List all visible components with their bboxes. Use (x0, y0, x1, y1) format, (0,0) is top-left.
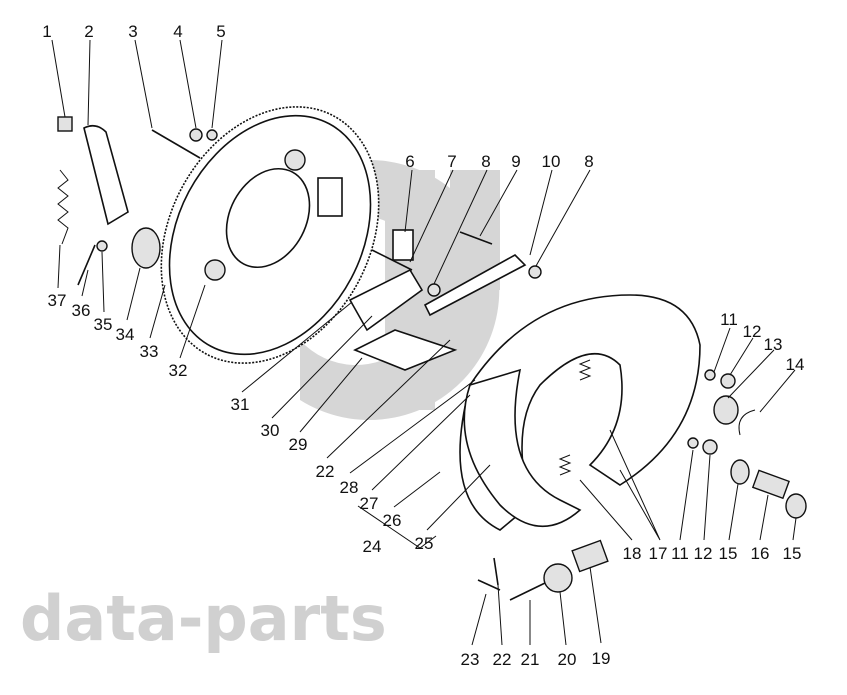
callout-27: 27 (360, 494, 379, 513)
callout-17: 17 (649, 544, 668, 563)
callout-5: 5 (216, 22, 225, 41)
callout-8b: 8 (584, 152, 593, 171)
callout-20: 20 (558, 650, 577, 669)
callout-28: 28 (340, 478, 359, 497)
callout-labels: 1 2 3 4 5 6 7 8 9 10 8 11 12 13 14 37 36… (42, 22, 804, 669)
callout-11: 11 (720, 310, 738, 329)
callout-31: 31 (231, 395, 250, 414)
callout-6: 6 (405, 152, 414, 171)
callout-33: 33 (140, 342, 159, 361)
callout-10: 10 (542, 152, 561, 171)
callout-3: 3 (128, 22, 137, 41)
callout-25: 25 (415, 534, 434, 553)
callout-12b: 12 (694, 544, 713, 563)
callout-12: 12 (743, 322, 762, 341)
callout-34: 34 (116, 325, 135, 344)
adjuster-parts (477, 539, 609, 601)
callout-24: 24 (363, 537, 382, 556)
callout-7: 7 (447, 152, 456, 171)
callout-22b: 22 (493, 650, 512, 669)
callout-29: 29 (289, 435, 308, 454)
levers-middle (348, 229, 542, 371)
callout-2: 2 (84, 22, 93, 41)
leader-lines (51, 39, 797, 646)
watermark-text: data-parts (20, 582, 387, 655)
callout-23: 23 (461, 650, 480, 669)
small-parts-left (57, 116, 218, 286)
callout-4: 4 (173, 22, 182, 41)
callout-15b: 15 (783, 544, 802, 563)
callout-18: 18 (623, 544, 642, 563)
small-parts-right (687, 369, 807, 519)
callout-22: 22 (316, 462, 335, 481)
callout-13: 13 (764, 335, 783, 354)
callout-9: 9 (511, 152, 520, 171)
callout-1: 1 (42, 22, 51, 41)
callout-26: 26 (383, 511, 402, 530)
callout-19: 19 (592, 649, 611, 668)
callout-36: 36 (72, 301, 91, 320)
callout-11b: 11 (671, 544, 689, 563)
callout-15: 15 (719, 544, 738, 563)
callout-37: 37 (48, 291, 67, 310)
callout-32: 32 (169, 361, 188, 380)
callout-16: 16 (751, 544, 770, 563)
callout-30: 30 (261, 421, 280, 440)
callout-8: 8 (481, 152, 490, 171)
brake-shoe (459, 294, 701, 531)
callout-21: 21 (521, 650, 540, 669)
callout-35: 35 (94, 315, 113, 334)
backing-plate (160, 106, 380, 364)
callout-14: 14 (786, 355, 805, 374)
